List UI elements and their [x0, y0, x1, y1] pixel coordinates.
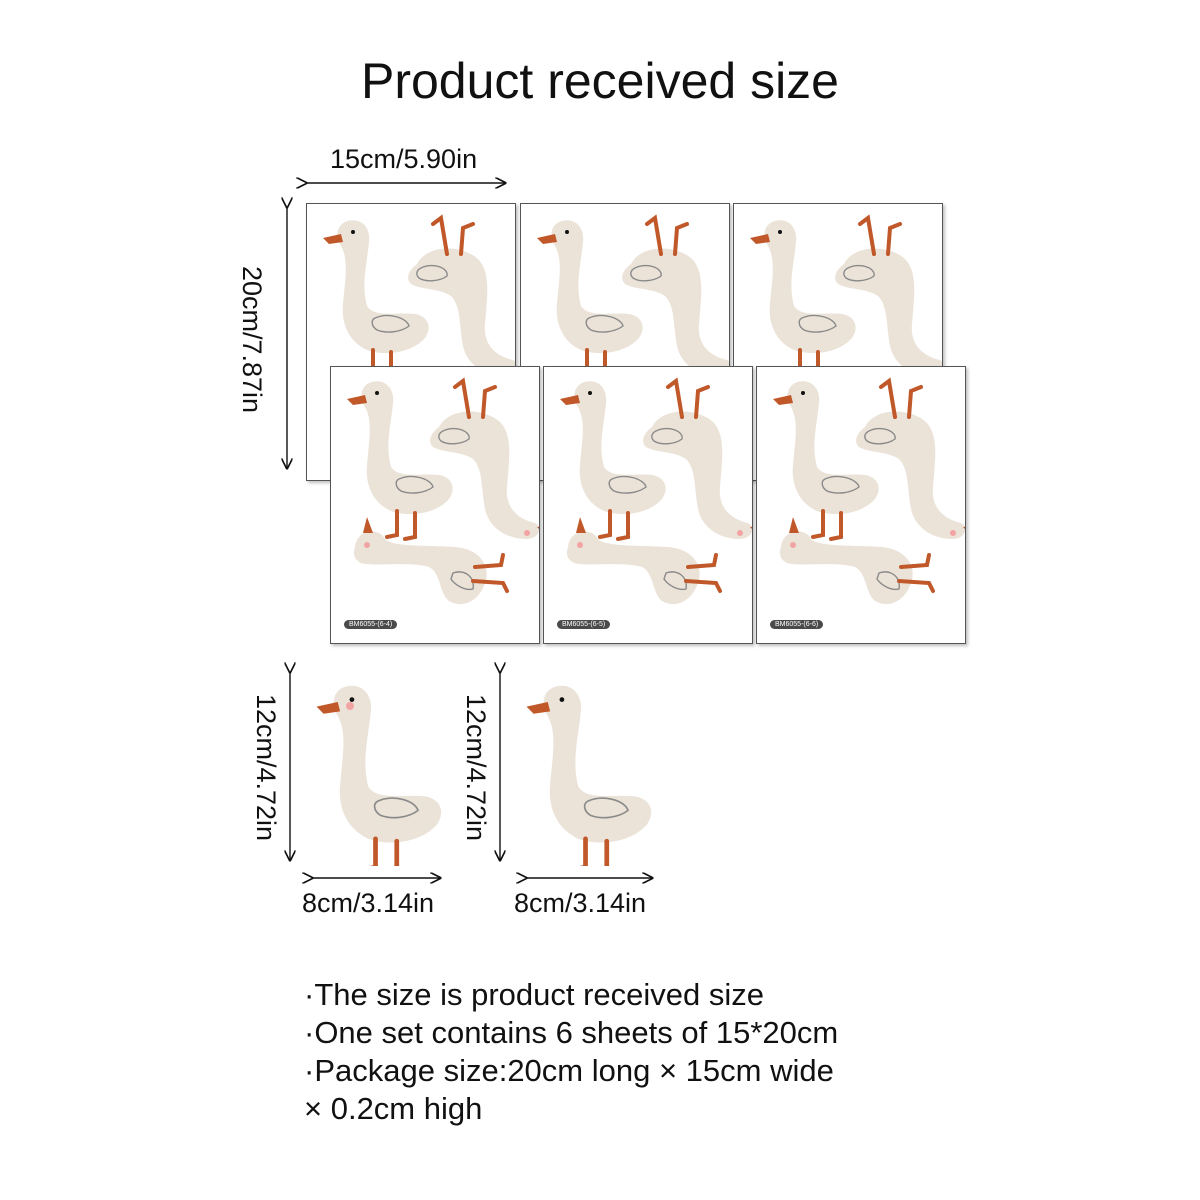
- sticker-width-label: 8cm/3.14in: [514, 888, 647, 918]
- goose-sticker: [300, 676, 460, 866]
- note-line: ·Package size:20cm long × 15cm wide: [304, 1053, 834, 1088]
- sticker-sheet: BM6055-(6-4): [330, 366, 540, 644]
- sticker-height-label: 12cm/4.72in: [461, 693, 492, 842]
- note-line: ·The size is product received size: [304, 977, 765, 1012]
- sticker-sheet: BM6055-(6-6): [756, 366, 966, 644]
- sticker-width-label: 8cm/3.14in: [302, 888, 435, 918]
- sheet-code: BM6055-(6-4): [344, 620, 398, 629]
- sheet-code: BM6055-(6-5): [557, 620, 611, 629]
- page-title: Product received size: [360, 53, 839, 109]
- note-line: ·One set contains 6 sheets of 15*20cm: [304, 1015, 839, 1050]
- sheet-height-label: 20cm/7.87in: [237, 265, 268, 414]
- sheet-code: BM6055-(6-6): [770, 620, 824, 629]
- sticker-sheet: BM6055-(6-5): [543, 366, 753, 644]
- goose-sticker: [510, 676, 670, 866]
- sticker-height-label: 12cm/4.72in: [251, 693, 282, 842]
- sheet-width-label: 15cm/5.90in: [330, 144, 478, 174]
- note-line: × 0.2cm high: [304, 1091, 483, 1126]
- product-notes: ·The size is product received size ·One …: [304, 976, 1004, 1128]
